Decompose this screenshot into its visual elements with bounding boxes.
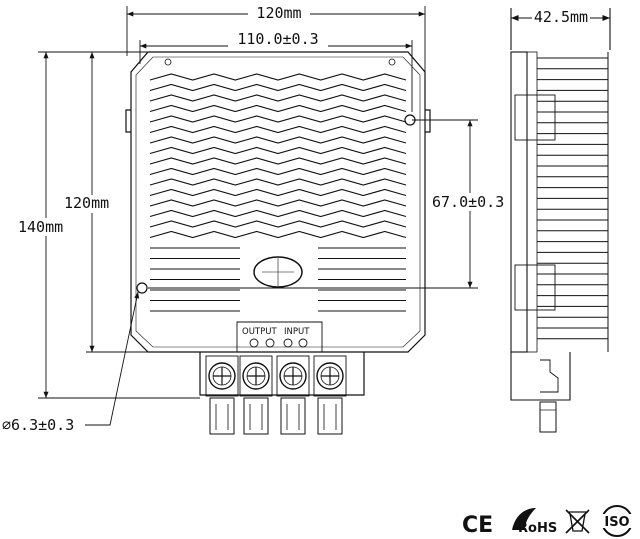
fin-line bbox=[149, 136, 407, 144]
side-fins bbox=[537, 52, 609, 352]
fin-line bbox=[149, 104, 407, 113]
screw-icon bbox=[279, 362, 307, 390]
housing-outline bbox=[130, 51, 426, 353]
terminal-lug bbox=[209, 397, 235, 435]
fin-line bbox=[149, 94, 407, 102]
front-view bbox=[125, 51, 431, 435]
terminal-lug bbox=[280, 397, 306, 435]
fin-line bbox=[149, 73, 407, 81]
dim-vertical-spacing: 67.0±0.3 bbox=[432, 193, 504, 211]
svg-text:ISO: ISO bbox=[604, 515, 629, 530]
terminal-screws bbox=[205, 355, 347, 435]
certification-logos: CE RoHS ISO bbox=[462, 505, 633, 538]
fin-line bbox=[149, 157, 407, 165]
svg-text:RoHS: RoHS bbox=[518, 521, 557, 536]
ce-logo: CE bbox=[462, 513, 493, 538]
input-label: INPUT bbox=[284, 327, 310, 337]
fin-line bbox=[149, 178, 407, 186]
fin-line bbox=[149, 220, 407, 228]
terminal-lug bbox=[243, 397, 269, 435]
terminal-housing bbox=[199, 352, 365, 396]
fin-line bbox=[149, 83, 407, 92]
dim-body-height: 120mm bbox=[64, 194, 109, 212]
screw-icon bbox=[242, 362, 270, 390]
output-label: OUTPUT bbox=[242, 327, 277, 337]
terminal-lug bbox=[317, 397, 343, 435]
dim-hole-diameter: ∅6.3±0.3 bbox=[2, 416, 74, 434]
mount-tab-left bbox=[125, 109, 131, 133]
mount-tab-right bbox=[425, 109, 431, 133]
screw-icon bbox=[208, 362, 236, 390]
dim-depth: 42.5mm bbox=[534, 8, 588, 26]
weee-bin-icon bbox=[565, 509, 590, 534]
fin-line bbox=[149, 230, 407, 239]
heatsink-fins bbox=[149, 73, 407, 312]
leaf-icon bbox=[512, 508, 536, 530]
fin-line bbox=[149, 125, 407, 134]
iso-logo: ISO bbox=[601, 505, 633, 537]
fin-line bbox=[149, 167, 407, 176]
label-oval bbox=[253, 256, 303, 288]
rohs-logo: RoHS bbox=[512, 508, 557, 536]
fin-line bbox=[149, 199, 407, 207]
dim-overall-height: 140mm bbox=[18, 218, 63, 236]
dimension-lines bbox=[38, 6, 478, 426]
side-view bbox=[510, 8, 611, 433]
dim-overall-width: 120mm bbox=[256, 4, 301, 22]
fin-line bbox=[149, 115, 407, 123]
fin-line bbox=[149, 188, 407, 197]
mount-hole-bottom-left bbox=[136, 282, 148, 294]
fin-line bbox=[149, 146, 407, 155]
screw-icon bbox=[316, 362, 344, 390]
fin-line bbox=[149, 209, 407, 218]
dim-mount-spacing: 110.0±0.3 bbox=[237, 30, 318, 48]
